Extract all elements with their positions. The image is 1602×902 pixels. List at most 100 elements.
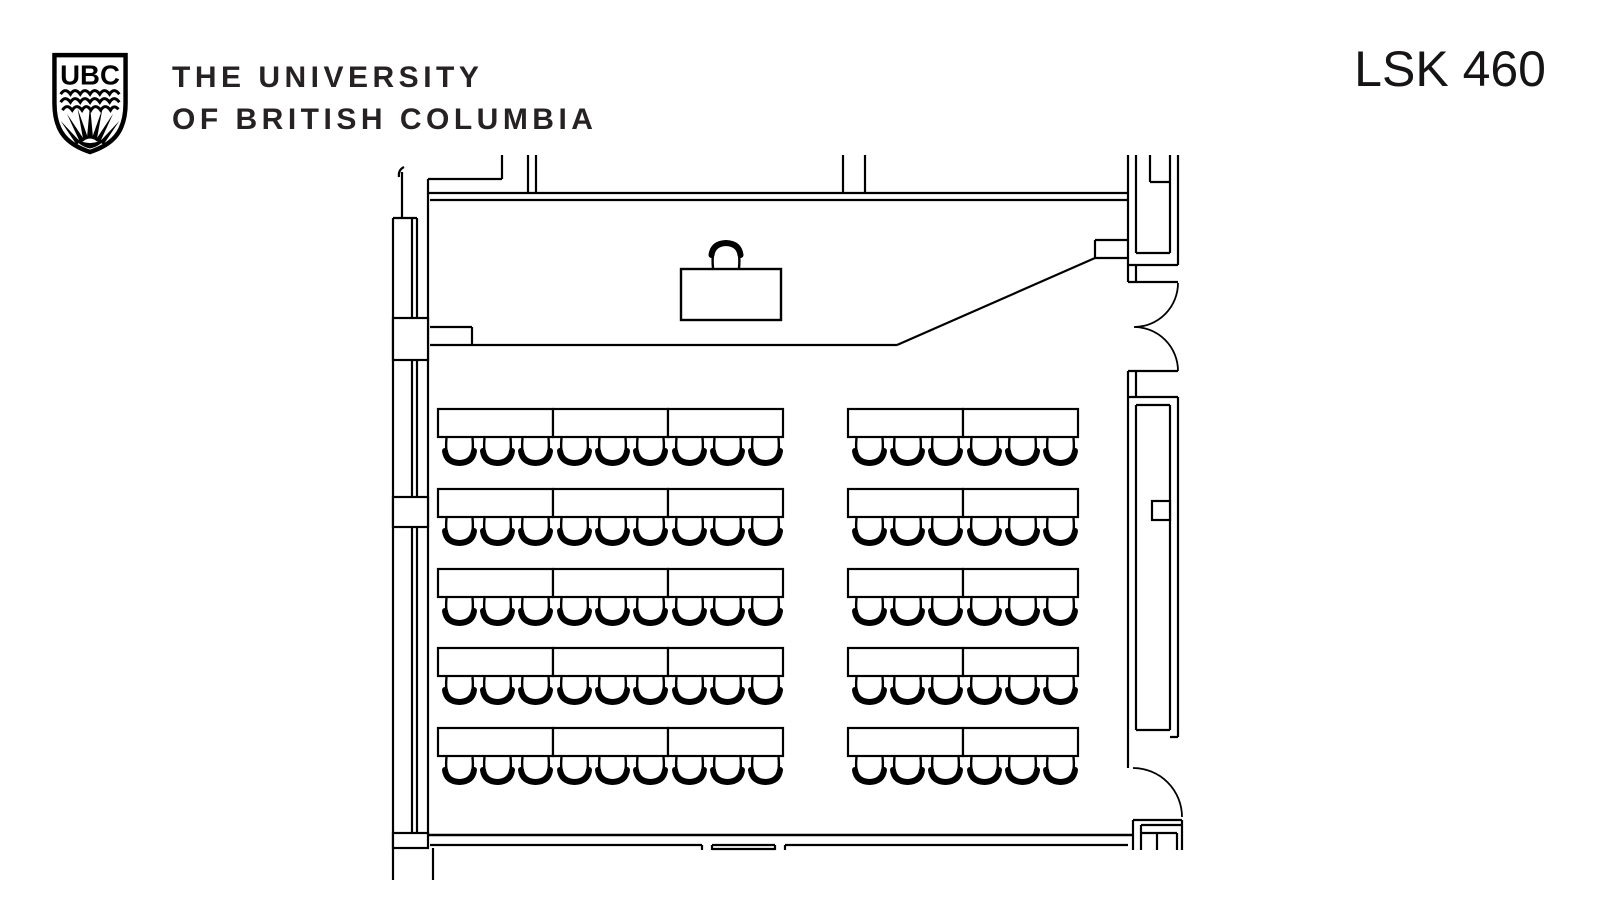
student-chair	[710, 756, 745, 786]
student-chair	[633, 756, 668, 786]
student-chair-back	[518, 608, 553, 627]
student-chair	[480, 676, 515, 706]
front-edge-diagonal	[896, 256, 1096, 347]
student-chair-back	[480, 448, 515, 467]
student-table	[436, 646, 555, 678]
student-chair-back	[595, 767, 630, 786]
student-chair	[1005, 676, 1040, 706]
student-chair	[748, 756, 783, 786]
student-chair-back	[710, 608, 745, 627]
student-chair-back	[1005, 687, 1040, 706]
student-chair-back	[748, 608, 783, 627]
entry-door-swing-arcs	[1133, 282, 1179, 372]
student-table	[436, 487, 555, 519]
student-chair-back	[557, 767, 592, 786]
student-chair	[557, 676, 592, 706]
crest-sunburst	[60, 105, 120, 149]
university-name-line2: OF BRITISH COLUMBIA	[172, 103, 598, 136]
student-chair-back	[518, 767, 553, 786]
student-chair	[672, 517, 707, 547]
student-chair	[748, 517, 783, 547]
student-chair-back	[748, 767, 783, 786]
student-chair-back	[1043, 528, 1078, 547]
student-chair-back	[967, 528, 1002, 547]
student-chair-back	[633, 448, 668, 467]
student-chair-back	[852, 528, 887, 547]
student-chair	[967, 676, 1002, 706]
student-chair	[518, 756, 553, 786]
student-chair	[852, 517, 887, 547]
student-chair	[928, 437, 963, 467]
instructor-chair-back	[708, 239, 744, 258]
rear-door-room	[1131, 818, 1184, 850]
student-chair-back	[928, 528, 963, 547]
student-chair-back	[967, 448, 1002, 467]
student-chair	[442, 517, 477, 547]
student-chair-back	[1005, 767, 1040, 786]
student-chair	[710, 597, 745, 627]
student-chair	[1005, 597, 1040, 627]
student-table	[846, 726, 965, 758]
student-chair-back	[480, 528, 515, 547]
student-chair-back	[633, 528, 668, 547]
student-chair-back	[1043, 687, 1078, 706]
student-chair-back	[928, 448, 963, 467]
student-chair	[748, 676, 783, 706]
student-chair	[557, 517, 592, 547]
student-chair-back	[442, 528, 477, 547]
student-chair-back	[1005, 448, 1040, 467]
student-chair-back	[442, 608, 477, 627]
student-chair-back	[748, 528, 783, 547]
student-chair-back	[967, 608, 1002, 627]
student-chair	[710, 517, 745, 547]
student-chair-back	[442, 448, 477, 467]
front-step	[430, 325, 474, 345]
student-table	[846, 487, 965, 519]
student-chair	[557, 756, 592, 786]
student-chair	[633, 676, 668, 706]
student-chair-back	[710, 767, 745, 786]
right-wall-box	[1150, 499, 1172, 522]
student-chair-back	[1005, 528, 1040, 547]
student-chair	[852, 437, 887, 467]
student-chair	[633, 437, 668, 467]
student-chair-back	[672, 608, 707, 627]
student-chair	[518, 517, 553, 547]
student-table	[551, 407, 670, 439]
student-chair	[890, 676, 925, 706]
student-chair	[480, 597, 515, 627]
student-chair	[442, 597, 477, 627]
student-chair	[852, 676, 887, 706]
student-chair	[928, 676, 963, 706]
student-chair-back	[672, 448, 707, 467]
bottom-wall-door-jambs	[700, 845, 787, 851]
student-chair	[595, 676, 630, 706]
ubc-logo: UBC	[50, 50, 130, 158]
student-chair	[518, 437, 553, 467]
room-label: LSK 460	[1354, 41, 1546, 97]
right-wall-shaft	[1126, 395, 1180, 768]
student-chair	[1043, 517, 1078, 547]
student-chair	[672, 597, 707, 627]
student-chair-back	[557, 608, 592, 627]
student-chair-back	[890, 687, 925, 706]
student-chair-back	[672, 528, 707, 547]
student-chair-back	[890, 528, 925, 547]
furniture	[436, 239, 1080, 786]
student-chair	[890, 756, 925, 786]
student-chair	[852, 756, 887, 786]
student-chair	[557, 437, 592, 467]
student-table	[551, 726, 670, 758]
student-chair	[595, 437, 630, 467]
left-wall-top-post	[397, 166, 405, 218]
student-chair-back	[1005, 608, 1040, 627]
student-chair-back	[557, 687, 592, 706]
student-chair-back	[1043, 608, 1078, 627]
student-chair-back	[928, 687, 963, 706]
student-chair-back	[480, 687, 515, 706]
student-chair-back	[633, 608, 668, 627]
student-table	[961, 646, 1080, 678]
student-chair-back	[672, 767, 707, 786]
